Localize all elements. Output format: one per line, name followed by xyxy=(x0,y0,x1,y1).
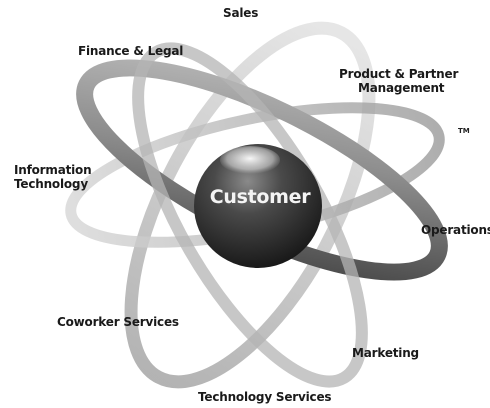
label-sales: Sales xyxy=(223,6,259,20)
label-product-partner-line2: Management xyxy=(358,81,445,95)
label-product-partner-line1: Product & Partner xyxy=(339,67,459,81)
trademark-mark: TM xyxy=(458,127,470,135)
label-marketing: Marketing xyxy=(352,346,419,360)
label-information-technology-line2: Technology xyxy=(14,177,88,191)
label-finance-legal: Finance & Legal xyxy=(78,44,184,58)
label-coworker-services: Coworker Services xyxy=(57,315,179,329)
customer-label: Customer xyxy=(209,186,311,208)
label-information-technology-line1: Information xyxy=(14,163,92,177)
label-operations: Operations xyxy=(421,223,490,237)
sphere-highlight xyxy=(220,146,280,174)
customer-sphere xyxy=(194,144,322,268)
orbit-ring-light xyxy=(124,21,376,389)
label-technology-services: Technology Services xyxy=(198,390,332,404)
